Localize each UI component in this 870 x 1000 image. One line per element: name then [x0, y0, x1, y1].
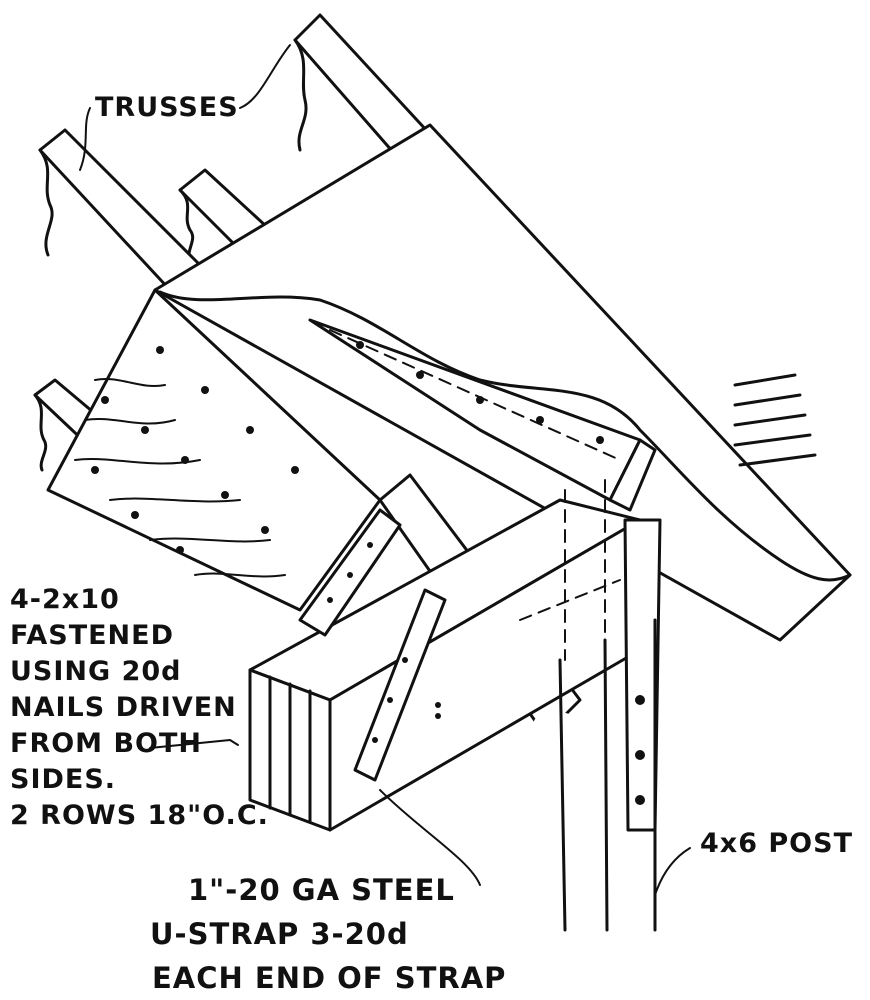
- beam-label-line: SIDES.: [10, 764, 117, 795]
- beam-label-line: 4-2x10: [10, 584, 120, 615]
- beam-hanger: [430, 695, 446, 725]
- strap-label-line: U-STRAP 3-20d: [150, 917, 409, 951]
- post-4x6: [558, 479, 657, 932]
- beam-label-line: FROM BOTH: [10, 728, 203, 759]
- post-label: 4x6 POST: [700, 828, 853, 859]
- beam-label-line: NAILS DRIVEN: [10, 692, 237, 723]
- strap-label-line: EACH END OF STRAP: [152, 961, 507, 995]
- steel-u-strap-left: [298, 508, 447, 782]
- beam-label-line: FASTENED: [10, 620, 175, 651]
- ceiling-joists: [733, 373, 817, 467]
- trusses-label: TRUSSES: [95, 92, 239, 123]
- beam-label-line: 2 ROWS 18"O.C.: [10, 800, 269, 831]
- strap-label: 1"-20 GA STEEL U-STRAP 3-20d EACH END OF…: [150, 868, 506, 1000]
- leader-lines: [79, 44, 691, 896]
- beam-label-line: USING 20d: [10, 656, 182, 687]
- beam-label: 4-2x10 FASTENED USING 20d NAILS DRIVEN F…: [10, 582, 269, 834]
- strap-label-line: 1"-20 GA STEEL: [188, 873, 455, 907]
- truss-front-upper: [38, 128, 202, 292]
- steel-u-strap-right: [608, 438, 662, 832]
